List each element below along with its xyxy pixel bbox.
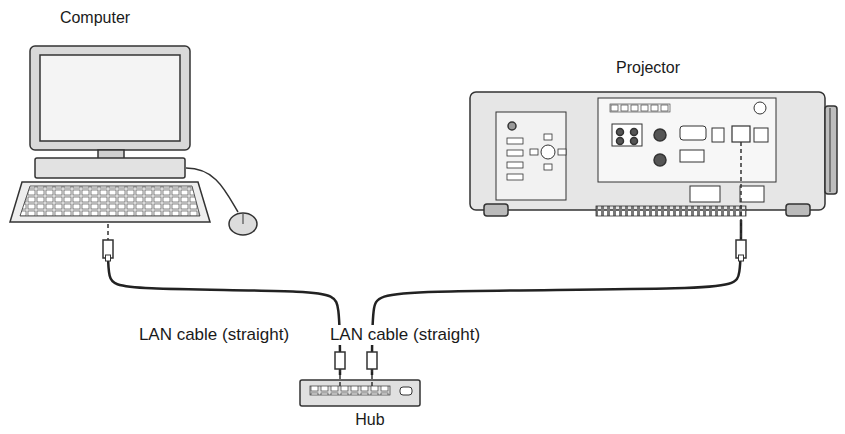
lan-cable <box>372 220 741 375</box>
projector-drawing-part <box>507 150 523 156</box>
projector-drawing-part <box>690 186 720 202</box>
projector-drawing-part <box>617 129 624 136</box>
projector-drawing-part <box>786 204 810 216</box>
device-label: Projector <box>616 58 680 77</box>
projector-drawing-part <box>740 142 742 245</box>
hub-drawing-part <box>400 387 412 395</box>
projector-drawing-part <box>470 92 825 210</box>
projector-drawing-part <box>508 122 516 130</box>
device-label: Computer <box>60 8 130 27</box>
projector-drawing-part <box>712 128 724 142</box>
cable-label: LAN cable (straight) <box>138 325 290 345</box>
projector-drawing-part <box>825 106 837 194</box>
computer-drawing-part <box>30 46 190 150</box>
computer-drawing <box>10 46 257 261</box>
computer-drawing-part <box>40 55 180 141</box>
hub-drawing-part <box>367 352 377 369</box>
projector-drawing <box>470 92 837 261</box>
computer-drawing-part <box>35 158 185 178</box>
projector-drawing-part <box>484 204 508 216</box>
projector-drawing-part <box>507 138 523 144</box>
projector-drawing-part <box>754 102 766 114</box>
projector-drawing-part <box>739 255 744 261</box>
device-node: Hub <box>298 375 422 432</box>
computer-drawing-part <box>186 168 238 212</box>
device-node: Projector <box>460 56 840 220</box>
projector-drawing-part <box>541 145 555 159</box>
projector-drawing-part <box>530 149 538 155</box>
projector-drawing-part <box>496 112 566 200</box>
projector-drawing-part <box>612 124 642 146</box>
projector-drawing-part <box>596 206 746 216</box>
device-node: Computer <box>8 4 270 245</box>
projector-drawing-part <box>754 128 768 142</box>
computer-drawing-part <box>243 214 244 224</box>
projector-drawing-part <box>544 164 552 170</box>
projector-drawing-part <box>598 98 776 182</box>
cable-label: LAN cable (straight) <box>329 325 481 345</box>
projector-drawing-part <box>631 138 638 145</box>
projector-drawing-part <box>654 154 666 166</box>
projector-drawing-part <box>732 126 750 142</box>
projector-drawing-part <box>631 129 638 136</box>
computer-drawing-part <box>20 186 200 216</box>
projector-drawing-part <box>740 186 764 202</box>
hub-drawing <box>300 352 420 406</box>
projector-drawing-part <box>680 126 706 140</box>
hub-drawing-part <box>371 368 373 388</box>
projector-drawing-part <box>544 134 552 140</box>
computer-drawing-part <box>106 255 111 261</box>
computer-drawing-part <box>10 182 210 222</box>
hub-drawing-part <box>335 352 345 369</box>
projector-drawing-part <box>617 138 624 145</box>
projector-drawing-part <box>507 162 523 168</box>
projector-drawing-part <box>654 129 666 141</box>
projector-drawing-part <box>558 149 566 155</box>
projector-drawing-part <box>610 104 670 112</box>
hub-drawing-part <box>310 386 390 395</box>
computer-drawing-part <box>229 213 257 235</box>
projector-drawing-part <box>507 174 523 180</box>
device-label: Hub <box>355 410 384 429</box>
projector-drawing-part <box>680 150 704 162</box>
hub-drawing-part <box>339 368 341 388</box>
projector-drawing-part <box>830 108 831 192</box>
hub-drawing-part <box>300 380 420 406</box>
lan-cable <box>108 245 340 375</box>
